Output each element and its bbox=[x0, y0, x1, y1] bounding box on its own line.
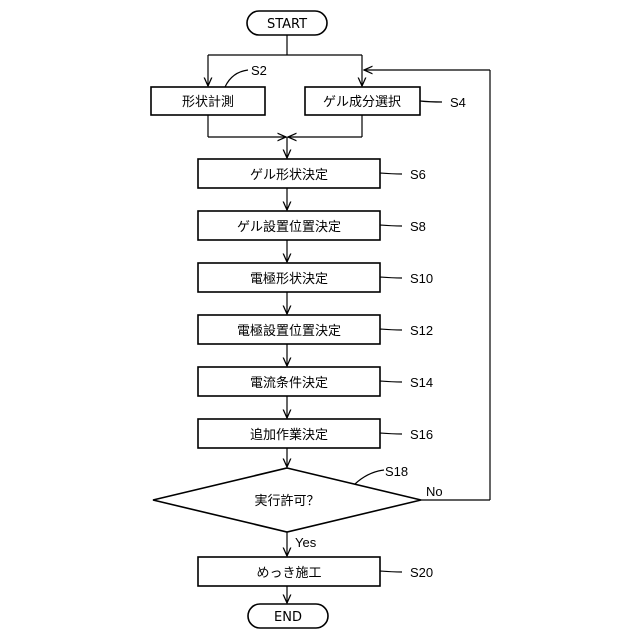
step-s20-ref: S20 bbox=[410, 565, 433, 580]
ref-leader bbox=[380, 277, 402, 278]
ref-leader bbox=[225, 70, 248, 87]
step-s2-ref: S2 bbox=[251, 63, 267, 78]
ref-leader bbox=[380, 381, 402, 382]
step-s4-ref: S4 bbox=[450, 95, 466, 110]
end-label: END bbox=[274, 610, 302, 625]
ref-leader bbox=[380, 571, 402, 572]
step-s14-label: 電流条件決定 bbox=[250, 375, 328, 391]
step-s20-label: めっき施工 bbox=[256, 566, 321, 581]
no-label: No bbox=[426, 484, 443, 499]
start-label: START bbox=[267, 17, 307, 32]
decision-s18-label: 実行許可？ bbox=[254, 493, 319, 509]
step-s16-label: 追加作業決定 bbox=[250, 427, 328, 443]
step-s16-ref: S16 bbox=[410, 427, 433, 442]
decision-s18-ref: S18 bbox=[385, 464, 408, 479]
yes-label: Yes bbox=[295, 535, 317, 550]
ref-leader bbox=[380, 329, 402, 330]
step-s8-label: ゲル設置位置決定 bbox=[237, 219, 341, 235]
step-s4-label: ゲル成分選択 bbox=[323, 95, 401, 110]
ref-leader bbox=[380, 433, 402, 434]
ref-leader bbox=[420, 101, 442, 102]
step-s14-ref: S14 bbox=[410, 375, 433, 390]
step-s10-ref: S10 bbox=[410, 271, 433, 286]
step-s6-label: ゲル形状決定 bbox=[250, 168, 328, 183]
ref-leader bbox=[380, 173, 402, 174]
step-s2-label: 形状計測 bbox=[182, 94, 234, 110]
step-s10-label: 電極形状決定 bbox=[250, 271, 328, 287]
step-s8-ref: S8 bbox=[410, 219, 426, 234]
step-s12-ref: S12 bbox=[410, 323, 433, 338]
ref-leader bbox=[355, 470, 384, 484]
ref-leader bbox=[380, 225, 402, 226]
step-s12-label: 電極設置位置決定 bbox=[237, 323, 341, 339]
step-s6-ref: S6 bbox=[410, 167, 426, 182]
